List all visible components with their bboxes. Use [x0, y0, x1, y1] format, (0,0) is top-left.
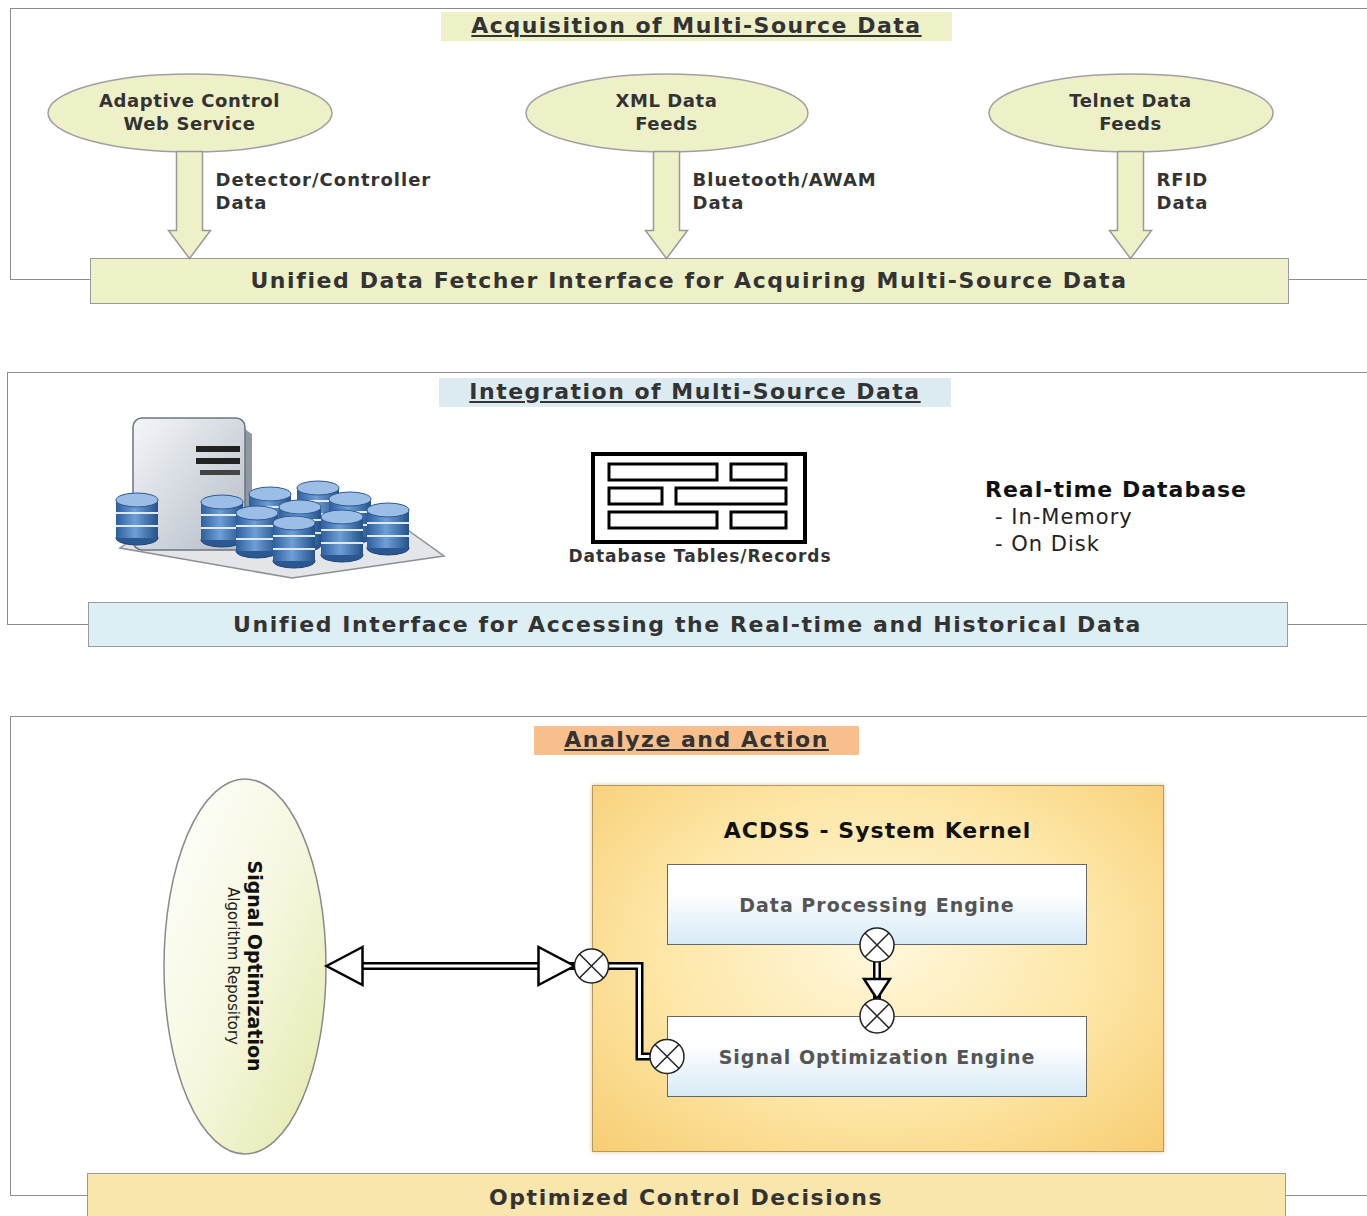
node-label: Unified Data Fetcher Interface for Acqui…: [250, 268, 1127, 293]
section-panel: Analyze and ActionSignal OptimizationAlg…: [10, 716, 1367, 1196]
arrow-head: [864, 979, 890, 999]
repository-ellipse: Signal OptimizationAlgorithm Repository: [163, 778, 327, 1155]
arrow-head: [327, 947, 363, 985]
double-line-outer: [873, 962, 881, 999]
double-arrow: [327, 947, 685, 1074]
node-label: Adaptive Control Web Service: [75, 90, 305, 135]
port-symbol: [650, 1040, 684, 1074]
node-label: Algorithm Repository: [222, 861, 242, 1072]
block-arrow: [1110, 152, 1152, 259]
block-arrow: [646, 152, 688, 259]
interface-band: Unified Interface for Accessing the Real…: [88, 602, 1288, 647]
edge-label: RFID Data: [1157, 168, 1237, 215]
node-label: Signal Optimization: [242, 861, 267, 1072]
block-arrow-shape: [1110, 152, 1152, 259]
ellipse-shape: [164, 779, 326, 1154]
text-holder: Signal OptimizationAlgorithm Repository: [222, 861, 266, 1072]
double-line-outer: [337, 966, 668, 1057]
node-label: ACDSS - System Kernel: [593, 818, 1163, 843]
node-label: Unified Interface for Accessing the Real…: [233, 612, 1142, 637]
port-symbol: [575, 949, 609, 983]
output-band: Optimized Control Decisions: [87, 1173, 1286, 1216]
ellipse-shape: [48, 74, 332, 152]
node-label: Optimized Control Decisions: [489, 1185, 883, 1210]
section-heading: Acquisition of Multi-Source Data: [441, 12, 951, 41]
database-table-icon: [593, 454, 805, 542]
double-line-inner: [876, 962, 879, 999]
text-holder: ACDSS - System Kernel: [593, 818, 1163, 843]
ellipse-shape: [989, 74, 1273, 152]
node-label: Signal Optimization Engine: [719, 1046, 1036, 1068]
text-label: - On Disk: [995, 532, 1100, 556]
text-holder: Telnet Data Feeds: [988, 73, 1274, 153]
node-label: Data Processing Engine: [739, 894, 1015, 916]
engine-box: Signal Optimization Engine: [667, 1016, 1087, 1097]
text-label: Database Tables/Records: [568, 546, 831, 566]
edge-label: Detector/Controller Data: [216, 168, 476, 215]
section-panel: Acquisition of Multi-Source DataAdaptive…: [10, 8, 1367, 280]
text-label: Real-time Database: [985, 477, 1247, 502]
block-arrow-shape: [169, 152, 211, 259]
text-holder: Adaptive Control Web Service: [47, 73, 333, 153]
ellipse-shape: [526, 74, 808, 152]
double-line-inner: [337, 966, 668, 1057]
server-illustration: [116, 418, 444, 578]
double-arrow: [860, 928, 894, 1033]
node-label: XML Data Feeds: [597, 90, 737, 135]
text-holder: XML Data Feeds: [525, 73, 809, 153]
kernel-box: ACDSS - System KernelData Processing Eng…: [592, 785, 1164, 1152]
section-heading: Analyze and Action: [534, 726, 859, 755]
engine-box: Data Processing Engine: [667, 864, 1087, 945]
section-heading: Integration of Multi-Source Data: [439, 378, 950, 407]
edge-label: Bluetooth/AWAM Data: [693, 168, 908, 215]
source-ellipse: XML Data Feeds: [525, 73, 809, 153]
block-arrow: [169, 152, 211, 259]
port-symbol: [860, 999, 894, 1033]
block-arrow-shape: [646, 152, 688, 259]
interface-band: Unified Data Fetcher Interface for Acqui…: [90, 258, 1289, 304]
port-symbol: [860, 928, 894, 962]
text-label: - In-Memory: [995, 505, 1133, 529]
source-ellipse: Adaptive Control Web Service: [47, 73, 333, 153]
source-ellipse: Telnet Data Feeds: [988, 73, 1274, 153]
arrow-head: [539, 947, 575, 985]
node-label: Telnet Data Feeds: [1067, 90, 1195, 135]
